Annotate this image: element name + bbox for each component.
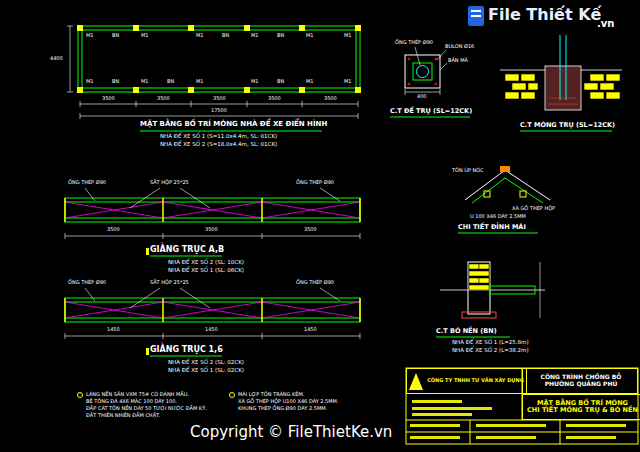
drawing-label: 1450 [205,327,218,333]
title-text: CHI TIẾT MÓNG TRỤ & BÓ NỀN [527,407,638,414]
drawing-label: MẶT BẰNG BỐ TRÍ MÓNG NHÀ ĐỂ XE ĐIỂN HÌNH [140,121,327,129]
drawing-label: C.T BÓ NỀN (BN) [436,328,497,335]
drawing-label: GIẰNG TRỤC 1,6 [150,346,223,355]
drawing-label: ỐNG THÉP Ø90 [68,280,106,286]
drawing-label: C.T ĐẾ TRỤ (SL=12CK) [390,108,472,115]
drawing-label: ỐNG THÉP Ø90 [68,180,106,186]
title-text: CÔNG TRÌNH CHỐNG BỖ [541,374,622,381]
drawing-label: M1 [344,79,352,85]
drawing-label: BN [112,33,119,39]
drawing-label: BN [277,79,284,85]
drawing-label: NHÀ ĐỂ XE SỐ 1 (L=25.8m) [452,339,529,345]
drawing-label: M1 [306,33,314,39]
drawing-label: LÁNG NỀN SÂN VXM 75# CÓ ĐÁNH MẦU. [86,392,189,398]
drawing-label: BÊ TÔNG ĐÁ 4X6 MÁC 100 DÀY 100. [86,399,177,405]
drawing-label: CHI TIẾT ĐỈNH MÁI [458,224,526,231]
drawing-label: 3500 [205,227,218,233]
drawing-label: U 100 X46 DÀY 2.5MM [470,214,526,220]
drawing-label: M1 [86,79,94,85]
drawing-label: 3500 [102,96,115,102]
drawing-label: GIẰNG TRỤC A,B [150,246,224,255]
drawing-label: 3500 [324,96,337,102]
drawing-label: NHÀ ĐỂ XE SỐ 2 (SL: 10CK) [168,259,244,265]
title-text: CÔNG TY TNHH TƯ VẤN XÂY DỰNG [427,378,524,384]
drawing-label: NHÀ ĐỂ XE SỐ 1 (SL: 02CK) [168,367,244,373]
drawing-label: ỐNG THÉP Ø90 [296,180,334,186]
drawing-label: 17500 [211,108,227,114]
drawing-label: M1 [344,33,352,39]
watermark: Copyright © FileThietKe.vn [190,424,392,441]
drawing-label: KHUNG THÉP ỐNG Ø90 DÀY 2.5MM. [238,406,327,412]
drawing-label: 3500 [157,96,170,102]
drawing-label: NHÀ ĐỂ XE SỐ 2 (L=38.2m) [452,347,529,353]
drawing-label: NHÀ ĐỂ XE SỐ 1 (S=11.0x4.4m, SL: 01CK) [160,133,277,139]
drawing-label: ỐNG THÉP Ø90 [296,280,334,286]
drawing-label: 4400 [50,56,63,62]
drawing-label: BN [277,33,284,39]
drawing-label: M1 [306,79,314,85]
drawing-label: MÁI LỢP TÔN TRÁNG KẼM. [238,392,304,398]
drawing-label: M1 [86,33,94,39]
drawing-label: 3500 [213,96,226,102]
drawing-label: M1 [251,79,259,85]
drawing-label: BN [222,33,229,39]
logo-text: File Thiết Kế [488,6,601,24]
title-text: PHƯỜNG QUẢNG PHÚ [545,381,618,388]
drawing-label: NHÀ ĐỂ XE SỐ 1 (SL: 06CK) [168,267,244,273]
drawing-label: 1450 [304,327,317,333]
drawing-label: BN [112,79,119,85]
drawing-label: NHÀ ĐỂ XE SỐ 2 (SL: 02CK) [168,359,244,365]
drawing-label: SẮT HỘP 25*25 [150,180,189,186]
title-block-cell: MẶT BẰNG BỐ TRÍ MÓNGCHI TIẾT MÓNG TRỤ & … [522,394,640,420]
drawing-label: 3500 [304,227,317,233]
drawing-label: ỐNG THÉP Ø90 [395,40,433,46]
drawing-label: 1450 [107,327,120,333]
drawing-label: ĐẤT THIÊN NHIÊN ĐẦM CHẶT. [86,413,160,419]
title-block-cell: CÔNG TRÌNH CHỐNG BỖPHƯỜNG QUẢNG PHÚ [522,368,638,394]
title-text: MẶT BẰNG BỐ TRÍ MÓNG [537,400,628,407]
drawing-label: SẮT HỘP 25*25 [150,280,189,286]
drawing-label: M1 [196,79,204,85]
drawing-label: NHÀ ĐỂ XE SỐ 2 (S=18.0x4.4m, SL: 01CK) [160,141,277,147]
drawing-label: M1 [141,33,149,39]
drawing-label: BẢN MÃ [448,58,468,64]
drawing-label: XÀ GỒ THÉP HỘP [512,206,555,212]
logo-text: .vn [597,18,614,29]
drawing-label: C.T MÓNG TRỤ (SL=12CK) [520,122,615,129]
drawing-label: XÀ GỒ THÉP HỘP U100 X46 DÀY 2.5MM. [238,399,339,405]
drawing-label: ĐẮP CÁT TÔN NỀN DÀY 50 TƯỚI NƯỚC ĐẦM KỸ. [86,406,207,412]
drawing-label: 3500 [268,96,281,102]
drawing-label: 400 [417,94,427,100]
drawing-label: BN [167,79,174,85]
drawing-label: M1 [141,79,149,85]
drawing-label: BULON Ø16 [445,44,474,50]
drawing-label: M1 [196,33,204,39]
drawing-label: TÔN ÚP NÓC [452,168,484,174]
drawing-label: 3500 [107,227,120,233]
drawing-label: M1 [251,33,259,39]
title-block-cell: CÔNG TY TNHH TƯ VẤN XÂY DỰNG [406,368,527,394]
